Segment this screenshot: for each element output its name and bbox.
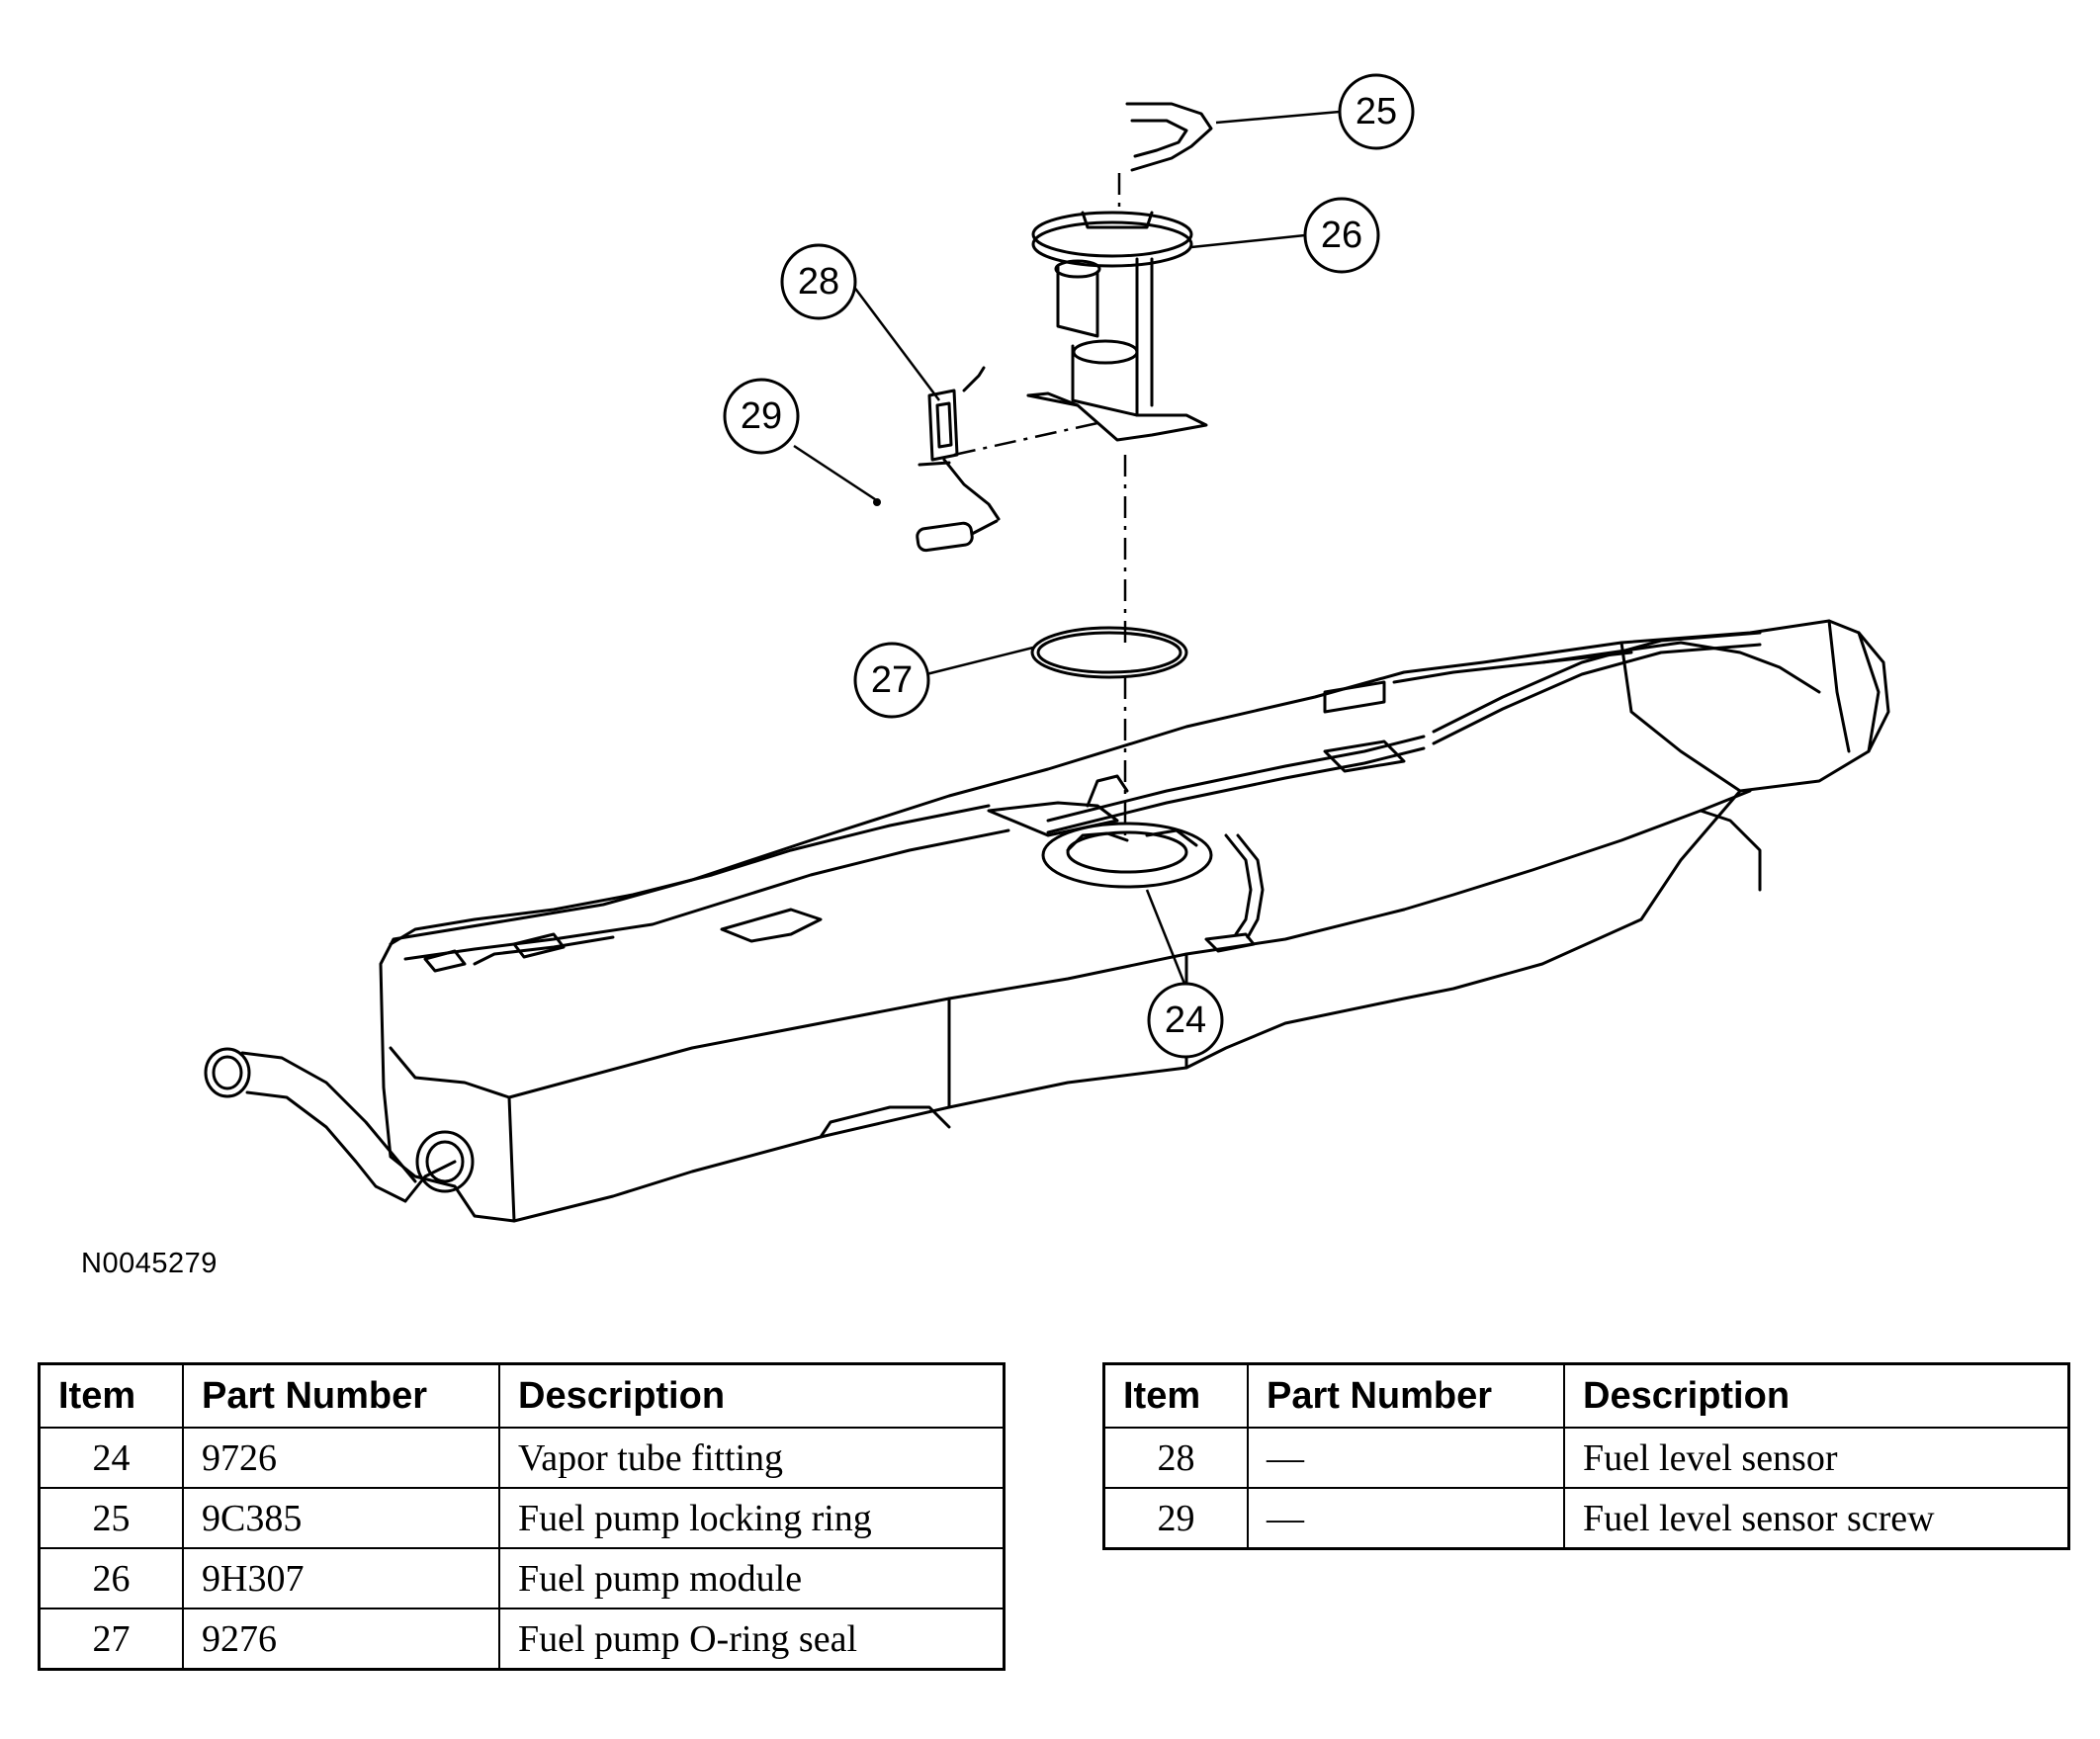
callout-28: 28 (780, 243, 857, 320)
figure-id: N0045279 (81, 1248, 218, 1279)
header-item: Item (38, 1362, 184, 1429)
exploded-view-illustration: 25 26 28 29 27 24 (204, 73, 1890, 1223)
svg-text:26: 26 (1321, 215, 1362, 256)
parts-table-right: Item Part Number Description 28 — Fuel l… (1102, 1362, 2070, 1550)
callout-24: 24 (1147, 982, 1224, 1059)
cell-part-number: 9H307 (182, 1547, 500, 1609)
tank-fuel-lines (389, 631, 1821, 973)
cell-description: Fuel pump O-ring seal (498, 1608, 1006, 1671)
callout-27: 27 (853, 642, 930, 719)
o-ring-seal (1030, 626, 1188, 679)
leader-lines (793, 110, 1341, 990)
header-item: Item (1102, 1362, 1249, 1429)
table-header-row: Item Part Number Description (1102, 1362, 2070, 1429)
callout-29: 29 (723, 378, 800, 455)
cell-item: 25 (38, 1487, 184, 1549)
fuel-tank (379, 619, 1890, 1223)
callout-26: 26 (1303, 197, 1380, 274)
table-row: 25 9C385 Fuel pump locking ring (38, 1487, 1006, 1549)
cell-item: 26 (38, 1547, 184, 1609)
cell-item: 29 (1102, 1487, 1249, 1550)
table-row: 27 9276 Fuel pump O-ring seal (38, 1608, 1006, 1671)
cell-item: 28 (1102, 1427, 1249, 1489)
table-row: 28 — Fuel level sensor (1102, 1427, 2070, 1489)
svg-text:24: 24 (1165, 1000, 1206, 1041)
cell-description: Fuel pump locking ring (498, 1487, 1006, 1549)
svg-text:25: 25 (1356, 91, 1397, 132)
cell-part-number: 9726 (182, 1427, 500, 1489)
table-header-row: Item Part Number Description (38, 1362, 1006, 1429)
header-description: Description (498, 1362, 1006, 1429)
tank-pump-opening (1041, 774, 1213, 889)
cell-part-number: — (1247, 1487, 1565, 1550)
cell-item: 27 (38, 1608, 184, 1671)
sensor-screw (873, 498, 881, 506)
fuel-pump-module (1026, 211, 1208, 442)
svg-text:28: 28 (798, 261, 839, 303)
cell-part-number: — (1247, 1427, 1565, 1489)
filler-neck (204, 1047, 475, 1203)
locking-ring (1125, 102, 1213, 172)
table-row: 29 — Fuel level sensor screw (1102, 1487, 2070, 1550)
parts-table-left: Item Part Number Description 24 9726 Vap… (38, 1362, 1006, 1671)
header-description: Description (1563, 1362, 2070, 1429)
svg-text:29: 29 (741, 395, 782, 437)
cell-description: Fuel pump module (498, 1547, 1006, 1609)
cell-description: Vapor tube fitting (498, 1427, 1006, 1489)
table-row: 26 9H307 Fuel pump module (38, 1547, 1006, 1609)
assembly-centerlines (953, 173, 1127, 840)
header-part-number: Part Number (1247, 1362, 1565, 1429)
cell-part-number: 9C385 (182, 1487, 500, 1549)
cell-description: Fuel level sensor (1563, 1427, 2070, 1489)
svg-text:27: 27 (871, 659, 913, 701)
fuel-level-sensor (916, 366, 1001, 553)
cell-description: Fuel level sensor screw (1563, 1487, 2070, 1550)
table-row: 24 9726 Vapor tube fitting (38, 1427, 1006, 1489)
cell-item: 24 (38, 1427, 184, 1489)
callout-25: 25 (1338, 73, 1415, 150)
header-part-number: Part Number (182, 1362, 500, 1429)
cell-part-number: 9276 (182, 1608, 500, 1671)
